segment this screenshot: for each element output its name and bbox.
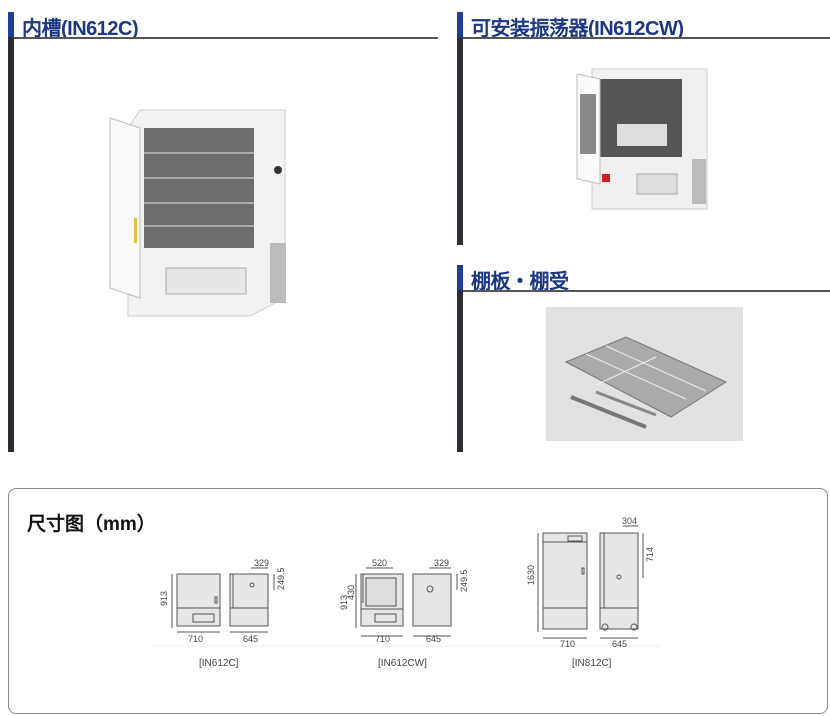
in612cw-label: [IN612CW] [378,658,427,669]
in612cw-side-top: 329 [434,558,449,568]
drawing-in612cw [355,567,458,637]
section-bar [8,12,14,452]
shelf-photo [546,307,743,441]
in612c-label: [IN612C] [199,658,239,669]
chamber-section: 内槽(IN612C) [8,12,438,452]
in612c-depth: 645 [243,634,258,644]
in612c-height: 913 [159,591,169,606]
in612cw-window-height: 430 [346,585,356,600]
shelves-section: 棚板・棚受 [457,265,830,452]
in612cw-height: 913 [339,595,349,610]
in812c-label: [IN812C] [572,658,612,669]
in612c-width: 710 [188,634,203,644]
section-title: 内槽(IN612C) [22,18,139,40]
dimension-drawing-box: 尺寸图（mm） [8,488,828,714]
drawing-in612c [171,567,275,633]
in612c-side-top: 329 [254,558,269,568]
dimension-title: 尺寸图（mm） [27,514,156,535]
section-title: 棚板・棚受 [471,271,569,293]
shaker-section: 可安装振荡器(IN612CW) [457,12,830,245]
drawing-in812c [537,525,644,639]
in612c-side-right: 249.5 [276,567,286,590]
in612cw-width: 710 [375,634,390,644]
section-title: 可安装振荡器(IN612CW) [471,18,684,40]
in612cw-side-right: 249.5 [459,569,469,592]
incubator-open-photo [109,109,286,317]
in612cw-window-width: 520 [372,558,387,568]
in812c-height: 1630 [526,565,536,585]
in812c-depth: 645 [612,639,627,649]
in612cw-depth: 645 [426,634,441,644]
in812c-side-right: 714 [645,547,655,562]
in812c-side-top: 304 [622,516,637,526]
incubator-shaker-photo [576,68,708,210]
in812c-width: 710 [560,639,575,649]
